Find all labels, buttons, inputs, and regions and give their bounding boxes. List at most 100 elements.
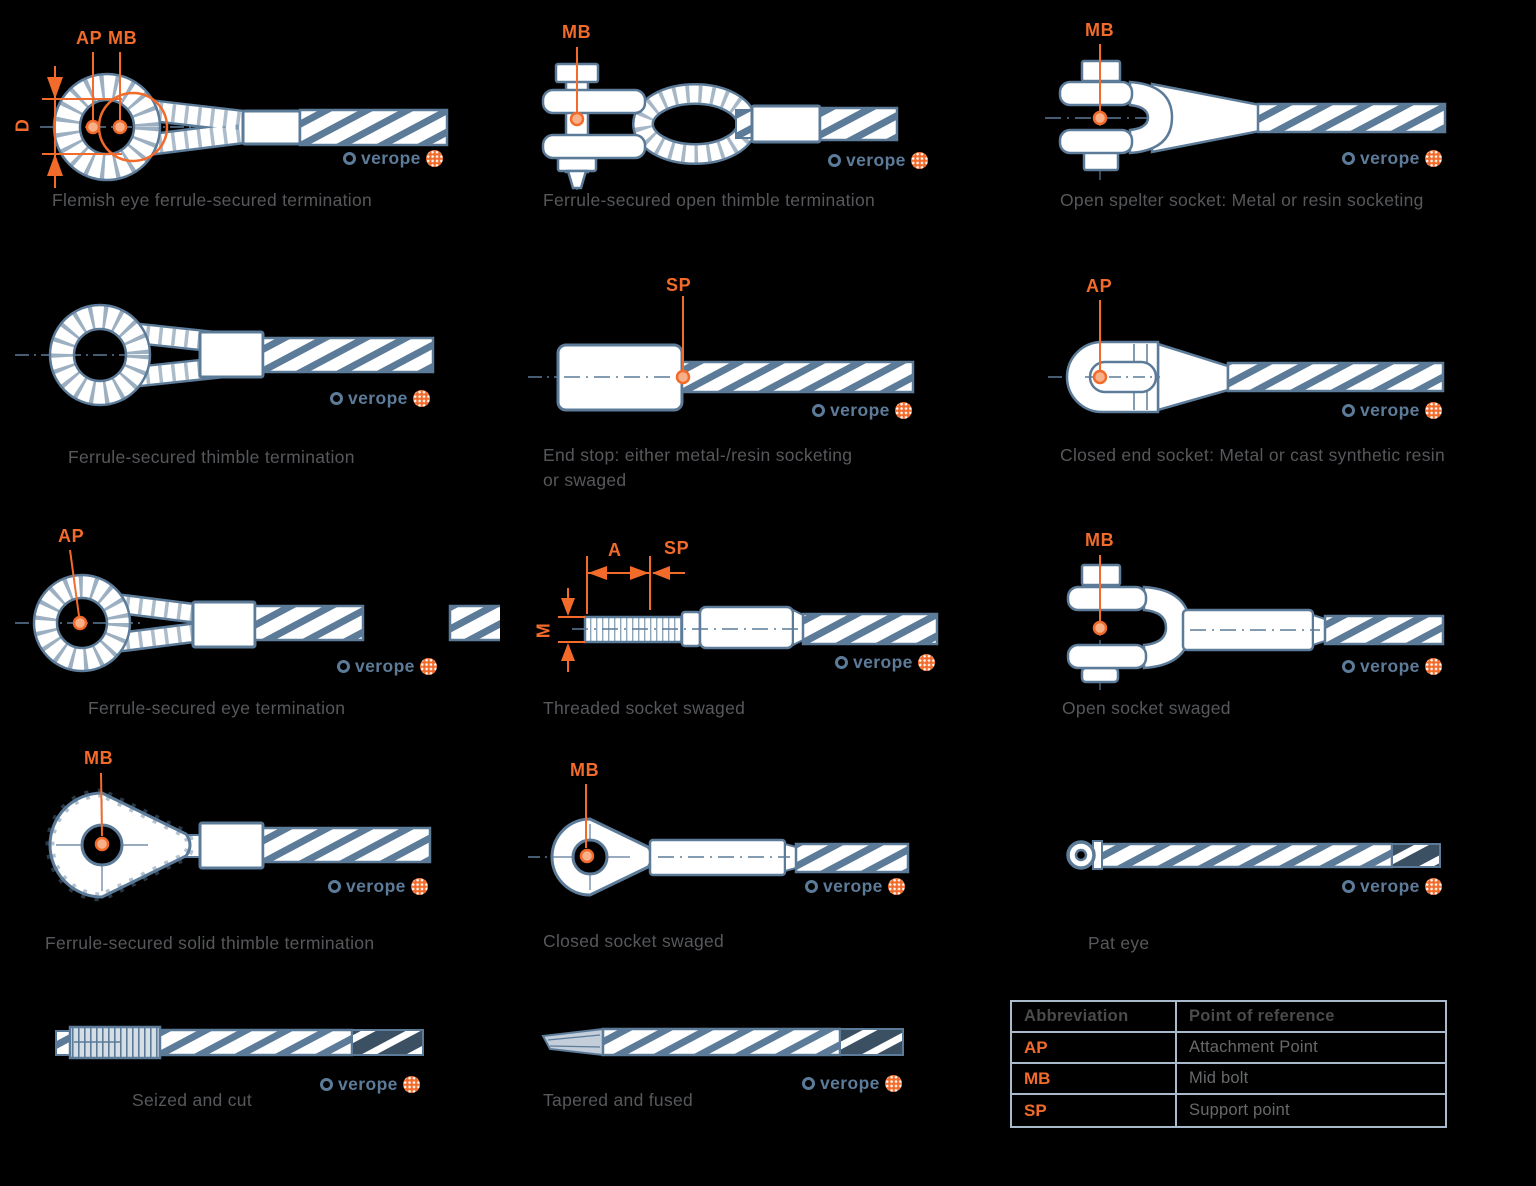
legend-abbr-mb: MB <box>1012 1064 1175 1095</box>
legend-ref-mid-bolt: Mid bolt <box>1175 1064 1445 1095</box>
verope-logo: verope <box>1342 876 1442 897</box>
logo-text: verope <box>823 876 883 896</box>
caption: Closed end socket: Metal or cast synthet… <box>1060 445 1445 465</box>
verope-logo: verope <box>328 876 428 897</box>
end-stop-illustration <box>528 296 915 412</box>
caption: Ferrule-secured eye termination <box>88 698 346 718</box>
sp-label: SP <box>666 275 692 295</box>
logo-ring-icon <box>343 152 356 165</box>
logo-rope-cross-section-icon <box>1424 150 1442 167</box>
caption: End stop: either metal-/resin socketing … <box>543 443 852 493</box>
logo-ring-icon <box>828 154 841 167</box>
abbreviation-legend-table: Abbreviation Point of reference AP Attac… <box>1010 1000 1447 1128</box>
logo-rope-cross-section-icon <box>419 658 437 675</box>
caption: Seized and cut <box>132 1090 252 1110</box>
cell-closed-end-socket: AP verope Closed end socket: Metal or ca… <box>1030 270 1536 510</box>
mb-label: MB <box>570 760 600 780</box>
caption: Open socket swaged <box>1062 698 1231 718</box>
mb-label: MB <box>562 22 592 42</box>
legend-header-abbreviation: Abbreviation <box>1012 1002 1175 1033</box>
verope-logo: verope <box>320 1074 420 1095</box>
legend-abbr-ap: AP <box>1012 1033 1175 1064</box>
cell-pat-eye: verope Pat eye <box>1030 740 1536 980</box>
logo-text: verope <box>1360 656 1420 676</box>
caption: Closed socket swaged <box>543 931 725 951</box>
sp-label: SP <box>664 538 690 558</box>
thimble-illustration <box>15 303 435 407</box>
logo-ring-icon <box>330 392 343 405</box>
cell-open-thimble: MB verope Ferrule-secured open thimble t… <box>500 0 1000 230</box>
legend-ref-attachment-point: Attachment Point <box>1175 1033 1445 1064</box>
threaded-socket-illustration <box>558 556 939 672</box>
logo-rope-cross-section-icon <box>1424 402 1442 419</box>
verope-logo: verope <box>835 652 935 673</box>
logo-rope-cross-section-icon <box>412 390 430 407</box>
verope-logo: verope <box>805 876 905 897</box>
logo-ring-icon <box>337 660 350 673</box>
cell-open-socket: MB verope Open socket swaged <box>1030 520 1536 750</box>
logo-text: verope <box>348 388 408 408</box>
logo-text: verope <box>1360 400 1420 420</box>
solid-thimble-illustration <box>45 772 432 902</box>
logo-ring-icon <box>328 880 341 893</box>
logo-rope-cross-section-icon <box>425 150 443 167</box>
cell-end-stop: SP verope End stop: either metal-/resin … <box>500 270 1000 510</box>
logo-ring-icon <box>320 1078 333 1091</box>
logo-ring-icon <box>1342 880 1355 893</box>
logo-text: verope <box>830 400 890 420</box>
caption: Ferrule-secured solid thimble terminatio… <box>45 933 375 953</box>
verope-logo: verope <box>812 400 912 421</box>
ap-label: AP <box>58 526 85 546</box>
mb-label: MB <box>108 28 138 48</box>
logo-text: verope <box>1360 148 1420 168</box>
tapered-fused-illustration <box>541 1027 904 1057</box>
open-socket-illustration <box>1066 555 1445 692</box>
caption: Open spelter socket: Metal or resin sock… <box>1060 190 1424 210</box>
logo-rope-cross-section-icon <box>894 402 912 419</box>
cell-solid-thimble: MB verope Ferrule-secured solid thimble … <box>0 740 500 980</box>
legend-header-point-of-reference: Point of reference <box>1175 1002 1445 1033</box>
ap-label: AP <box>1086 276 1113 296</box>
verope-logo: verope <box>828 150 928 171</box>
logo-rope-cross-section-icon <box>887 878 905 895</box>
legend-ref-support-point: Support point <box>1175 1095 1445 1126</box>
logo-rope-cross-section-icon <box>1424 878 1442 895</box>
logo-text: verope <box>361 148 421 168</box>
logo-rope-cross-section-icon <box>910 152 928 169</box>
logo-rope-cross-section-icon <box>917 654 935 671</box>
closed-end-socket-illustration <box>1048 300 1445 414</box>
open-thimble-illustration <box>541 47 899 190</box>
flemish-eye-illustration <box>40 52 449 188</box>
verope-logo: verope <box>1342 656 1442 677</box>
verope-logo: verope <box>1342 400 1442 421</box>
pat-eye-illustration <box>1066 840 1441 870</box>
cell-seized-cut: verope Seized and cut <box>0 985 500 1145</box>
caption: Tapered and fused <box>543 1090 694 1110</box>
cell-closed-socket: MB verope Closed socket swaged <box>500 740 1000 980</box>
caption: Pat eye <box>1088 933 1150 953</box>
logo-text: verope <box>338 1074 398 1094</box>
cell-flemish-eye: AP MB D verope Flemish eye ferrule-secur… <box>0 0 500 230</box>
caption-line-1: End stop: either metal-/resin socketing <box>543 445 853 465</box>
m-dimension-label: M <box>533 622 554 639</box>
caption: Ferrule-secured thimble termination <box>68 447 355 467</box>
caption: Threaded socket swaged <box>543 698 746 718</box>
eye-illustration <box>15 549 500 673</box>
logo-text: verope <box>846 150 906 170</box>
logo-text: verope <box>346 876 406 896</box>
verope-logo: verope <box>337 656 437 677</box>
logo-ring-icon <box>802 1077 815 1090</box>
logo-ring-icon <box>835 656 848 669</box>
d-dimension-label: D <box>12 118 33 133</box>
ap-label: AP <box>76 28 103 48</box>
closed-socket-illustration <box>528 784 910 897</box>
cell-threaded-socket: A SP M verope Threaded socket swaged <box>500 520 1000 750</box>
logo-ring-icon <box>805 880 818 893</box>
logo-ring-icon <box>812 404 825 417</box>
logo-rope-cross-section-icon <box>410 878 428 895</box>
logo-ring-icon <box>1342 404 1355 417</box>
caption: Ferrule-secured open thimble termination <box>543 190 876 210</box>
caption: Flemish eye ferrule-secured termination <box>52 190 373 210</box>
cell-eye: AP verope Ferrule-secured eye terminatio… <box>0 520 500 750</box>
